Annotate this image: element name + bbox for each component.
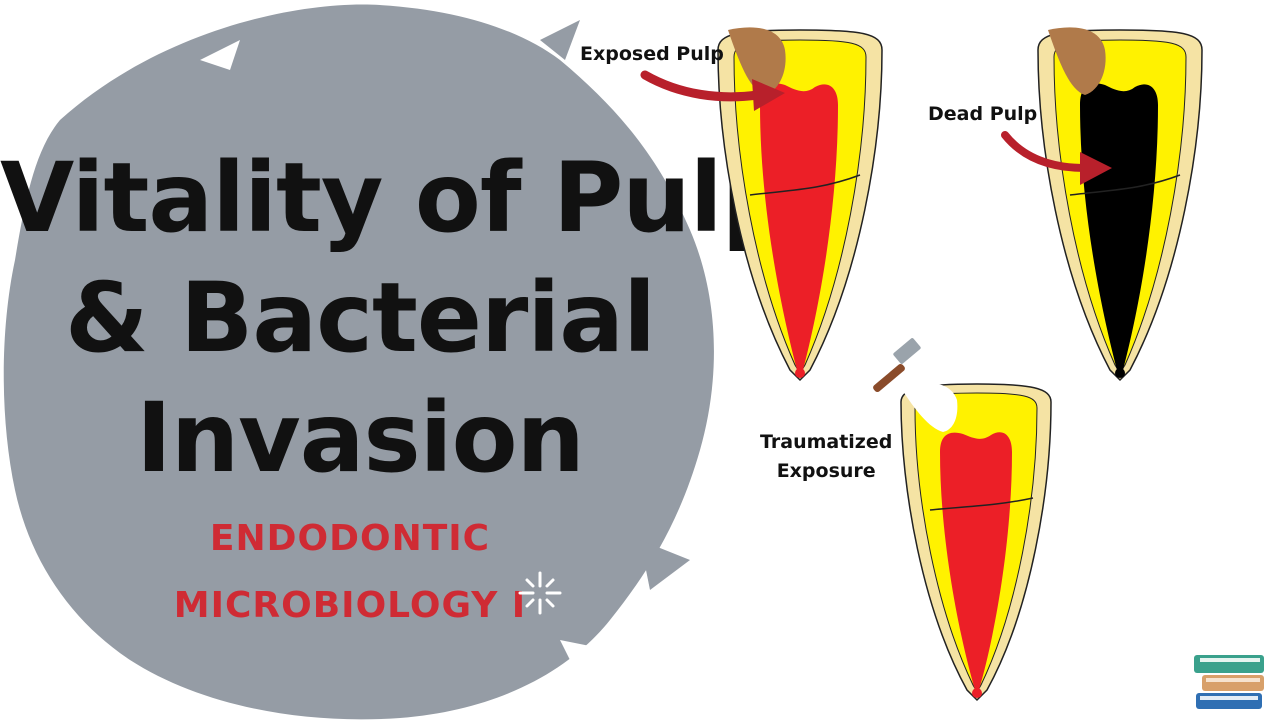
- title-line-2: & Bacterial: [65, 262, 656, 374]
- tooth-traumatized-exposure: [900, 383, 1052, 702]
- subtitle-line-1: ENDODONTIC: [209, 518, 491, 559]
- tooth-icon: + +: [4, 645, 74, 718]
- tooth-exposed-pulp: [717, 27, 883, 382]
- label-traumatized-exposure: Traumatized Exposure: [760, 428, 892, 485]
- tooth-dead-pulp: [1037, 27, 1203, 382]
- arrow-dead-pulp: [1001, 131, 1112, 185]
- hammer-icon: [873, 338, 921, 393]
- arrow-exposed-pulp: [640, 70, 785, 111]
- svg-text:+: +: [64, 691, 74, 705]
- books-icon: [1194, 655, 1264, 709]
- label-traumatized-line-1: Traumatized: [760, 431, 893, 453]
- label-traumatized-line-2: Exposure: [776, 459, 876, 482]
- svg-text:+: +: [4, 645, 14, 659]
- title-line-3: Invasion: [136, 382, 585, 494]
- sparkle-icon: [518, 571, 562, 615]
- label-dead-pulp: Dead Pulp: [928, 103, 1038, 125]
- subtitle-line-2: MICROBIOLOGY I: [173, 585, 527, 626]
- title-line-1: Vitality of Pulp: [0, 142, 790, 254]
- label-exposed-pulp: Exposed Pulp: [580, 43, 724, 65]
